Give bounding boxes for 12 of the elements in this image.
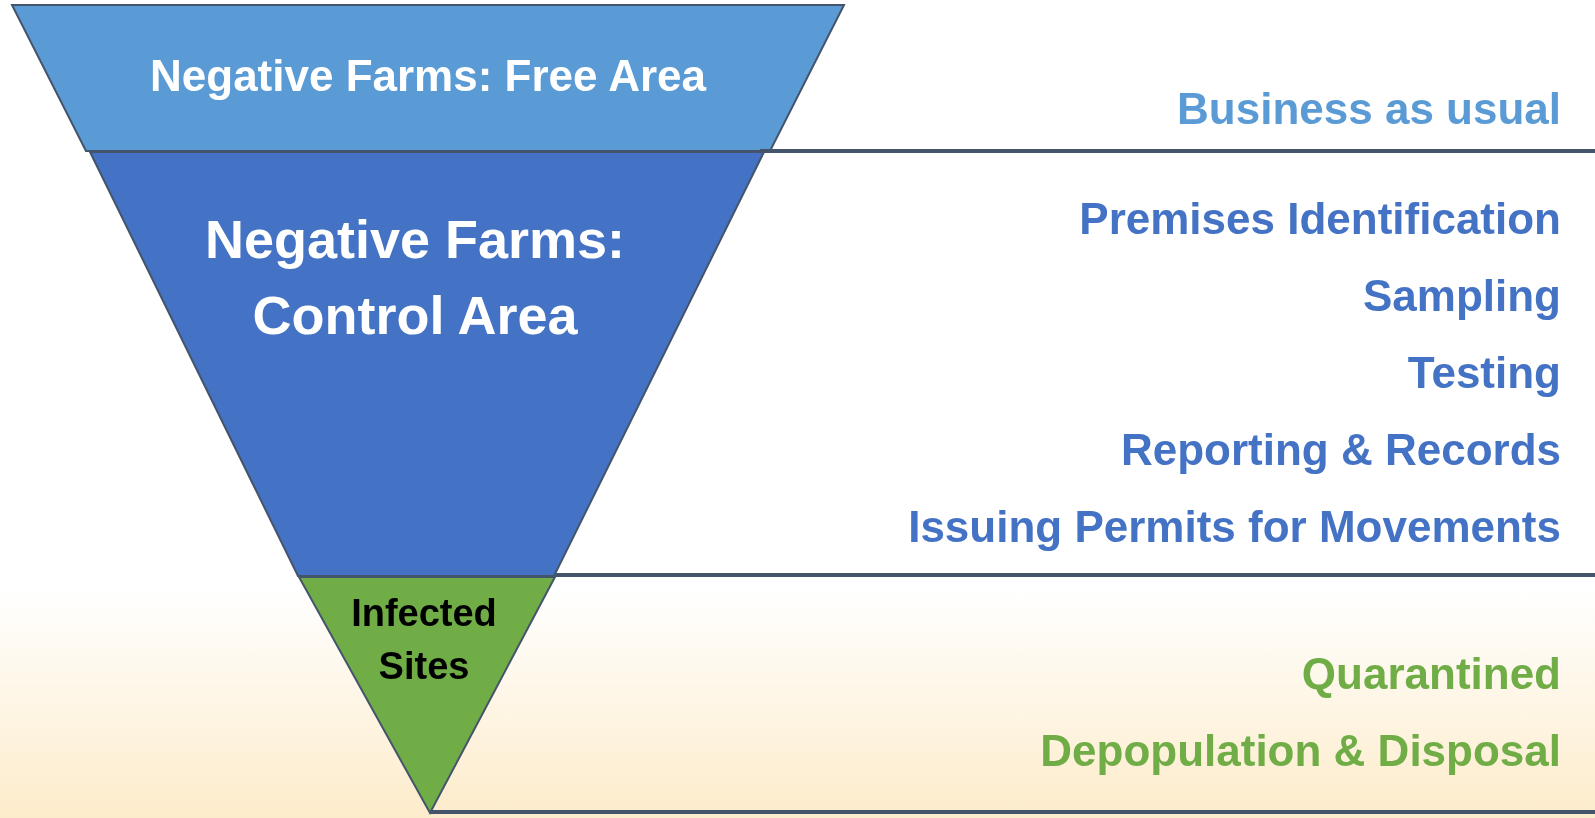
action-text: Reporting & Records xyxy=(1120,424,1561,476)
band-label: Infected Sites xyxy=(350,591,498,690)
action-text: Business as usual xyxy=(1177,83,1561,135)
action-text: Quarantined xyxy=(1301,648,1561,700)
funnel-band xyxy=(90,152,764,576)
action-text: Issuing Permits for Movements xyxy=(908,501,1561,553)
action-text: Depopulation & Disposal xyxy=(1040,725,1561,777)
action-text: Testing xyxy=(1407,347,1561,399)
action-text: Sampling xyxy=(1362,270,1561,322)
action-text: Premises Identification xyxy=(1079,193,1561,245)
band-label: Negative Farms: Free Area xyxy=(149,50,708,102)
band-label: Negative Farms: Control Area xyxy=(203,208,627,347)
